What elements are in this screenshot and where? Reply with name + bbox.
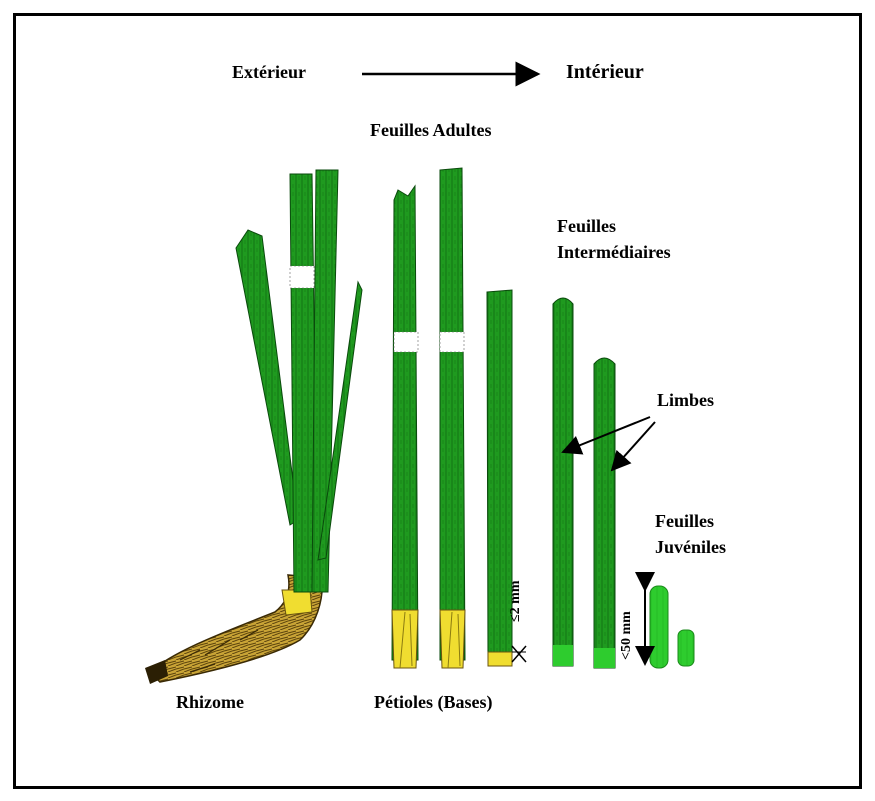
juvenile-leaf-2 xyxy=(678,630,694,666)
adult-leaf-2 xyxy=(440,168,465,668)
small-measure-marker xyxy=(512,646,526,662)
intermediate-leaves-label-line2: Intermédiaires xyxy=(557,242,671,263)
exterior-label: Extérieur xyxy=(232,62,306,83)
small-measure-label: ≤2 mm xyxy=(508,562,524,622)
blades-label: Limbes xyxy=(657,390,714,411)
intermediate-leaves-label-line1: Feuilles xyxy=(557,216,616,237)
juvenile-leaf-1 xyxy=(650,586,668,668)
juvenile-leaves-label-line2: Juvéniles xyxy=(655,537,726,558)
rhizome-label: Rhizome xyxy=(176,692,244,713)
interior-label: Intérieur xyxy=(566,61,644,84)
large-measure-label: <50 mm xyxy=(619,590,635,660)
adult-leaf-1 xyxy=(392,186,418,668)
adult-leaves-label: Feuilles Adultes xyxy=(370,120,492,141)
rhizome-leaf-shoot xyxy=(236,170,362,592)
intermediate-leaf-3 xyxy=(594,358,615,668)
petioles-label: Pétioles (Bases) xyxy=(374,692,492,713)
intermediate-leaf-2 xyxy=(553,298,573,666)
juvenile-leaves-label-line1: Feuilles xyxy=(655,511,714,532)
